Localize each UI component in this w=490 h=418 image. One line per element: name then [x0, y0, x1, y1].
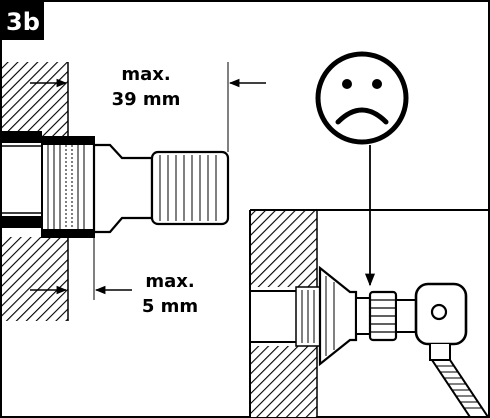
angle-valve-icon — [355, 282, 468, 361]
thread-section — [41, 136, 95, 238]
step-label: 3b — [6, 8, 40, 36]
step-badge: 3b — [2, 2, 44, 40]
dimension-top-line1: max. — [121, 64, 170, 85]
dimension-bottom-line2: 5 mm — [142, 296, 198, 317]
dimension-top-line2: 39 mm — [112, 89, 181, 110]
dimension-top: max. 39 mm — [30, 62, 266, 152]
dimension-bottom: max. 5 mm — [30, 232, 198, 317]
inset-panel — [249, 209, 489, 417]
sad-face-icon — [315, 51, 409, 145]
flex-hose — [430, 359, 490, 418]
dimension-bottom-line1: max. — [145, 271, 194, 292]
pipe-fitting-icon — [92, 143, 230, 234]
